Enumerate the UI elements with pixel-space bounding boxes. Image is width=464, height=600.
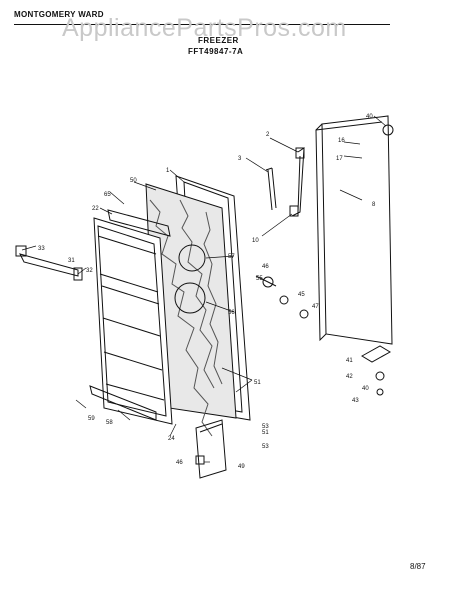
callout-43: 43 <box>352 398 359 404</box>
callout-32: 32 <box>86 268 93 274</box>
callout-31: 31 <box>68 258 75 264</box>
callout-1: 1 <box>166 168 170 174</box>
page-number: 8/87 <box>410 562 426 571</box>
bottom-trim <box>89 385 157 421</box>
callout-47: 47 <box>312 304 319 310</box>
callout-24: 24 <box>168 436 175 442</box>
callout-labels: 1 2 3 8 10 16 17 22 24 31 32 33 40 40 41… <box>38 114 376 470</box>
callout-49: 49 <box>238 464 245 470</box>
callout-10: 10 <box>252 238 259 244</box>
callout-65: 65 <box>104 192 111 198</box>
watermark: AppliancePartsPros.com <box>62 14 347 42</box>
detail-circle-56 <box>174 282 206 314</box>
callout-46-top: 46 <box>262 264 269 270</box>
callout-58: 58 <box>106 420 113 426</box>
detail-circle-57 <box>178 244 206 272</box>
callout-51: 51 <box>254 380 261 386</box>
callout-59: 59 <box>88 416 95 422</box>
callout-3: 3 <box>238 156 242 162</box>
shelf-bar <box>15 245 83 281</box>
callout-41: 41 <box>346 358 353 364</box>
callout-17: 17 <box>336 156 343 162</box>
hinge-parts <box>255 124 394 396</box>
callout-51-lower: 51 <box>262 430 269 436</box>
callout-50: 50 <box>130 178 137 184</box>
callout-22: 22 <box>92 206 99 212</box>
callout-16: 16 <box>338 138 345 144</box>
callout-53: 53 <box>262 444 269 450</box>
header-rule <box>14 24 390 25</box>
callout-40-top: 40 <box>366 114 373 120</box>
kick-bracket <box>195 419 227 479</box>
callout-55: 55 <box>256 276 263 282</box>
callout-57: 57 <box>228 254 235 260</box>
product-type: FREEZER <box>198 36 239 45</box>
callout-45: 45 <box>298 292 305 298</box>
callout-8: 8 <box>372 202 376 208</box>
callout-56: 56 <box>228 310 235 316</box>
callout-40-bottom: 40 <box>362 386 369 392</box>
brand-name: MONTGOMERY WARD <box>14 10 104 19</box>
callout-33: 33 <box>38 246 45 252</box>
door-liner <box>93 209 173 425</box>
model-number: FFT49847-7A <box>188 47 244 56</box>
callout-53-top: 53 <box>262 424 269 430</box>
leader-lines <box>21 115 387 463</box>
callout-46-bottom: 46 <box>176 460 183 466</box>
callout-42: 42 <box>346 374 353 380</box>
outer-door-panel <box>315 115 393 345</box>
callout-2: 2 <box>266 132 270 138</box>
door-handle <box>265 147 305 217</box>
